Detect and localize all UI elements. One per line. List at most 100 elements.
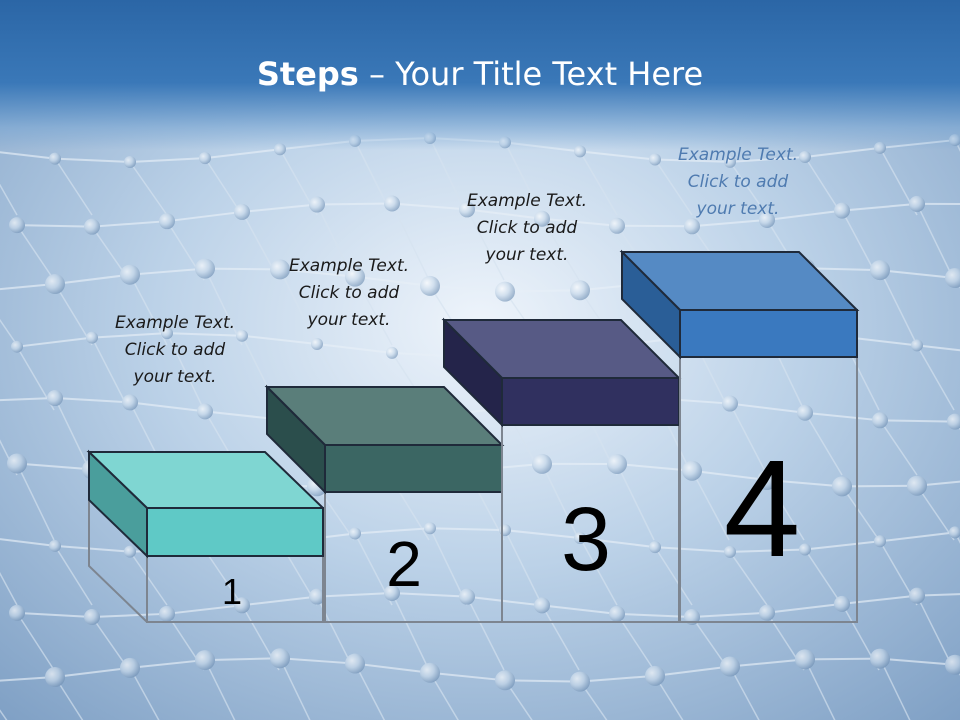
step-4-text[interactable]: Example Text. Click to add your text. — [648, 142, 828, 223]
lattice-atom — [874, 535, 886, 548]
lattice-bond — [729, 156, 806, 163]
lattice-bond — [466, 209, 505, 281]
step-1-line-1: Example Text. — [114, 313, 236, 333]
lattice-bond — [204, 157, 243, 216]
lattice-bond — [466, 596, 505, 671]
lattice-atom — [386, 346, 398, 359]
lattice-atom — [311, 338, 323, 351]
lattice-bond — [129, 659, 206, 669]
lattice-bond — [316, 204, 355, 281]
lattice-bond — [0, 183, 18, 216]
lattice-bond — [879, 269, 918, 346]
lattice-bond — [579, 674, 656, 683]
title-rest: – Your Title Text Here — [358, 55, 704, 93]
lattice-bond — [429, 672, 459, 720]
lattice-bond — [804, 156, 843, 216]
lattice-atom — [795, 649, 815, 670]
lattice-atom — [797, 404, 813, 421]
lattice-atom — [195, 258, 215, 279]
lattice-bond — [354, 662, 431, 674]
step-2-line-1: Example Text. — [288, 256, 410, 276]
lattice-bond — [841, 594, 918, 605]
lattice-bond — [504, 679, 581, 683]
lattice-bond — [204, 268, 243, 346]
lattice-bond — [16, 462, 93, 471]
lattice-bond — [804, 657, 881, 661]
lattice-bond — [0, 572, 18, 606]
lattice-atom — [234, 597, 250, 614]
lattice-bond — [391, 202, 468, 211]
lattice-atom — [574, 532, 586, 545]
lattice-bond — [766, 209, 843, 221]
lattice-bond — [766, 479, 805, 541]
step-4-line-3: your text. — [696, 199, 780, 219]
lattice-bond — [279, 268, 356, 278]
lattice-bond — [841, 202, 918, 212]
lattice-bond — [129, 267, 206, 276]
lattice-bond — [0, 397, 56, 402]
lattice-atom — [420, 275, 440, 296]
title-bar — [0, 0, 960, 150]
lattice-atom — [570, 671, 590, 692]
lattice-bond — [729, 548, 806, 553]
lattice-bond — [166, 332, 243, 337]
lattice-bond — [541, 604, 618, 615]
lattice-atom — [9, 604, 25, 621]
lattice-atom — [120, 657, 140, 678]
lattice-bond — [129, 401, 206, 413]
lattice-bond — [129, 161, 168, 216]
lattice-atom — [459, 588, 475, 605]
lattice-atom — [834, 595, 850, 612]
lattice-atom — [270, 259, 290, 280]
lattice-bond — [729, 551, 768, 606]
lattice-atom — [609, 605, 625, 622]
lattice-bond — [879, 658, 911, 720]
lattice-atom — [684, 608, 700, 625]
lattice-bond — [54, 397, 131, 404]
lattice-atom — [349, 527, 361, 540]
lattice-bond — [391, 203, 430, 281]
lattice-atom — [195, 650, 215, 671]
lattice-atom — [532, 453, 552, 474]
lattice-atom — [759, 604, 775, 621]
lattice-bond — [579, 537, 618, 606]
lattice-atom — [720, 656, 740, 677]
lattice-bond — [429, 671, 506, 682]
lattice-bond — [16, 224, 93, 228]
lattice-atom — [607, 453, 627, 474]
step-3-number: 3 — [561, 490, 611, 590]
lattice-bond — [766, 479, 843, 488]
lattice-bond — [91, 332, 168, 339]
slide-title[interactable]: Steps – Your Title Text Here — [0, 55, 960, 93]
lattice-bond — [279, 657, 356, 665]
lattice-atom — [161, 327, 173, 340]
lattice-atom — [872, 412, 888, 429]
lattice-atom — [124, 155, 136, 168]
lattice-atom — [722, 395, 738, 412]
lattice-bond — [316, 202, 393, 206]
lattice-atom — [345, 653, 365, 674]
lattice-bond — [654, 665, 731, 677]
lattice-bond — [504, 679, 533, 720]
lattice-bond — [241, 203, 318, 213]
lattice-atom — [757, 470, 777, 491]
lattice-bond — [204, 657, 281, 662]
lattice-atom — [47, 390, 63, 407]
lattice-bond — [541, 463, 580, 541]
lattice-bond — [316, 592, 393, 598]
lattice-bond — [54, 545, 93, 606]
step-3-text[interactable]: Example Text. Click to add your text. — [437, 188, 617, 269]
step-4-column — [679, 357, 858, 623]
lattice-atom — [911, 339, 923, 352]
lattice-bond — [16, 224, 55, 281]
lattice-atom — [159, 605, 175, 622]
lattice-bond — [879, 419, 956, 423]
lattice-bond — [654, 158, 731, 163]
lattice-atom — [11, 340, 23, 353]
lattice-atom — [945, 654, 960, 675]
lattice-bond — [916, 344, 960, 352]
step-1-text[interactable]: Example Text. Click to add your text. — [85, 310, 265, 391]
step-4-number: 4 — [724, 432, 801, 586]
lattice-bond — [0, 676, 56, 682]
step-2-text[interactable]: Example Text. Click to add your text. — [259, 253, 439, 334]
